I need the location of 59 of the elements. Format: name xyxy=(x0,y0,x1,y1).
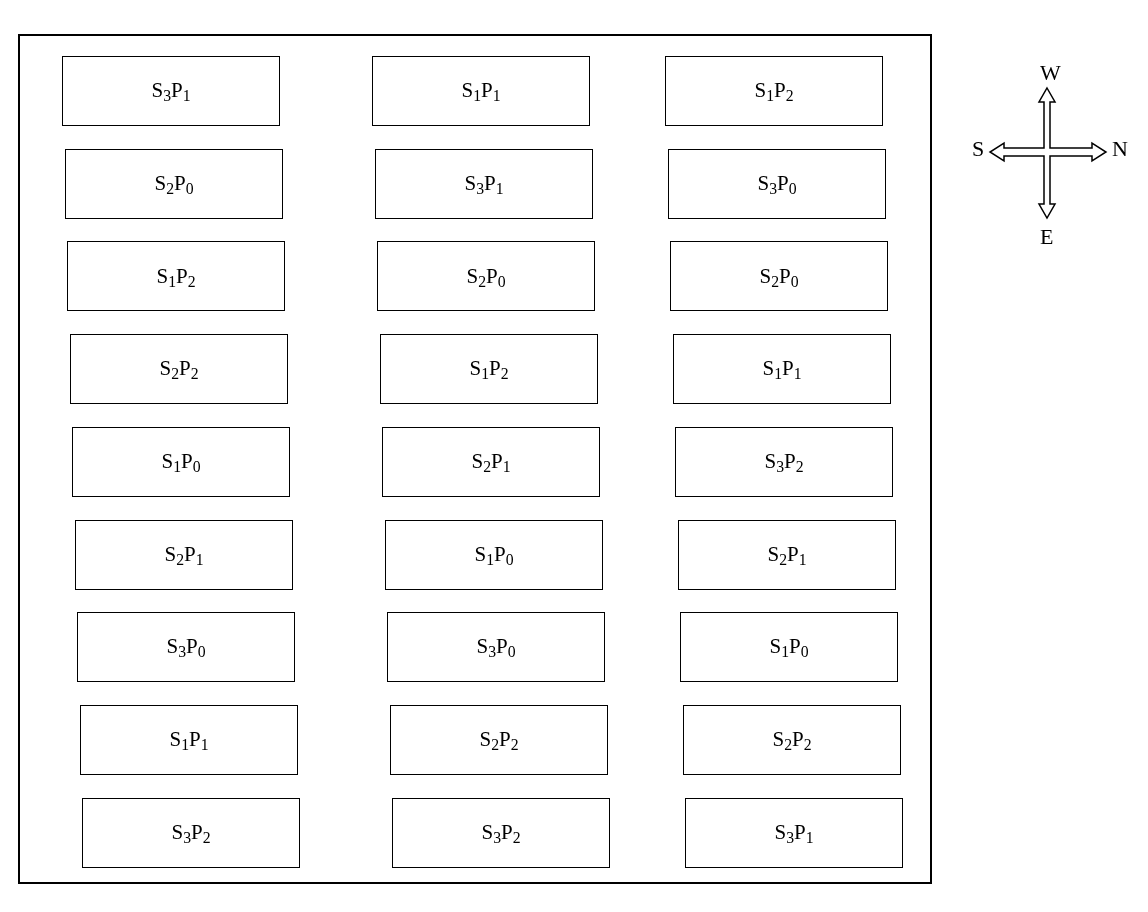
plot-label: S$_{1}$P$_{1}$ xyxy=(461,77,501,107)
plot-box xyxy=(683,704,901,775)
plot-label: S$_{2}$P$_{1}$ xyxy=(471,448,511,477)
plot-label: S$_{3}$P$_{2}$ xyxy=(481,818,521,848)
plot-box xyxy=(670,241,888,312)
plot-label: S$_{3}$P$_{2}$ xyxy=(764,448,804,477)
plot-label: S$_{1}$P$_{1}$ xyxy=(169,726,209,756)
plot-box xyxy=(375,148,593,219)
plot-box xyxy=(680,612,898,683)
plot-label: S$_{1}$P$_{0}$ xyxy=(769,633,809,663)
plot-label: S$_{1}$P$_{0}$ xyxy=(474,540,514,570)
plot-label: S$_{3}$P$_{1}$ xyxy=(151,77,191,107)
plot-label: S$_{3}$P$_{0}$ xyxy=(476,633,516,663)
plot-box xyxy=(62,56,280,126)
plot-label: S$_{2}$P$_{1}$ xyxy=(767,540,807,570)
plot-label: S$_{3}$P$_{1}$ xyxy=(774,818,814,848)
plot-box xyxy=(377,241,595,312)
plot-box xyxy=(70,334,288,405)
plot-box xyxy=(372,56,590,126)
compass-letter: N xyxy=(1112,138,1128,160)
plot-label: S$_{2}$P$_{0}$ xyxy=(466,262,506,292)
plot-box xyxy=(80,704,298,775)
plot-label: S$_{2}$P$_{2}$ xyxy=(772,726,812,756)
plot-label: S$_{1}$P$_{2}$ xyxy=(156,262,196,292)
plot-box xyxy=(385,519,603,590)
compass-letter: S xyxy=(972,138,985,160)
plot-box xyxy=(668,148,886,219)
plot-box xyxy=(673,334,891,405)
plot-box xyxy=(675,426,893,497)
plot-box xyxy=(685,797,903,868)
plot-box xyxy=(65,148,283,219)
plot-label: S$_{1}$P$_{0}$ xyxy=(161,448,201,477)
plot-label: S$_{2}$P$_{0}$ xyxy=(759,262,799,292)
plot-box xyxy=(380,334,598,405)
plot-label: S$_{1}$P$_{1}$ xyxy=(762,355,802,385)
plot-label: S$_{1}$P$_{2}$ xyxy=(469,355,509,385)
field-outline xyxy=(18,34,932,884)
plot-box xyxy=(75,519,293,590)
plot-label: S$_{3}$P$_{1}$ xyxy=(464,169,504,199)
plot-label: S$_{1}$P$_{2}$ xyxy=(754,77,794,107)
plot-label: S$_{2}$P$_{1}$ xyxy=(164,540,204,570)
compass-letter: W xyxy=(1040,62,1061,84)
plot-box xyxy=(67,241,285,312)
plot-label: S$_{3}$P$_{0}$ xyxy=(757,169,797,199)
compass-letter: E xyxy=(1040,226,1054,248)
plot-box xyxy=(665,56,883,126)
plot-box xyxy=(72,426,290,497)
plot-label: S$_{2}$P$_{2}$ xyxy=(159,355,199,385)
plot-box xyxy=(77,612,295,683)
plot-box xyxy=(390,704,608,775)
plot-label: S$_{3}$P$_{0}$ xyxy=(166,633,206,663)
plot-box xyxy=(678,519,896,590)
plot-label: S$_{3}$P$_{2}$ xyxy=(171,818,211,848)
plot-box xyxy=(387,612,605,683)
plot-label: S$_{2}$P$_{2}$ xyxy=(479,726,519,756)
plot-label: S$_{2}$P$_{0}$ xyxy=(154,169,194,199)
plot-box xyxy=(82,797,300,868)
plot-box xyxy=(392,797,610,868)
plot-box xyxy=(382,426,600,497)
